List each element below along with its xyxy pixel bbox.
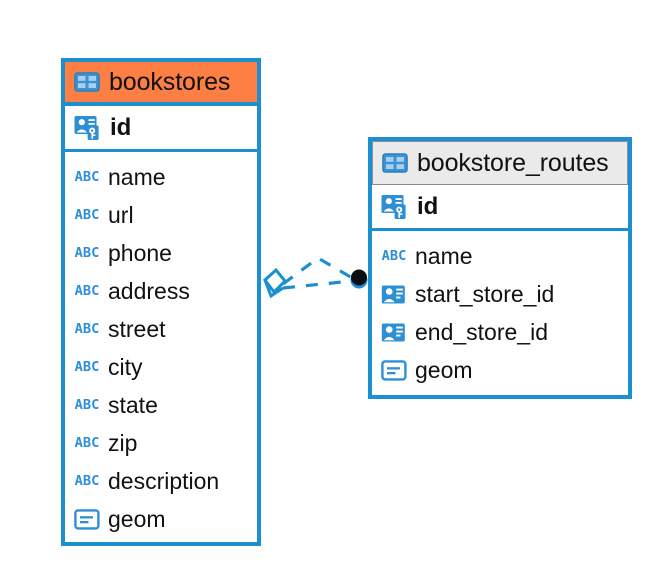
field-row[interactable]: ABC street	[65, 310, 257, 348]
field-label: geom	[415, 356, 473, 383]
field-label: name	[415, 242, 473, 269]
field-label: geom	[108, 505, 166, 532]
entity-bookstores[interactable]: bookstores id	[61, 58, 261, 546]
geometry-icon	[381, 359, 407, 381]
abc-text-icon: ABC	[381, 248, 407, 264]
entity-name-label: bookstore_routes	[417, 148, 609, 177]
filled-circle-marker	[350, 269, 368, 289]
field-label: start_store_id	[415, 280, 555, 307]
diamond-marker	[262, 267, 288, 299]
field-row[interactable]: ABC name	[65, 158, 257, 196]
field-label: description	[108, 467, 220, 494]
field-row[interactable]: ABC city	[65, 348, 257, 386]
field-row[interactable]: ABC description	[65, 462, 257, 500]
geometry-icon	[74, 508, 100, 530]
entity-field-list: ABC name ABC url ABC phone ABC address A…	[65, 152, 257, 546]
entity-primary-key-row[interactable]: id	[372, 185, 628, 231]
field-label: name	[108, 163, 166, 190]
field-row[interactable]: ABC zip	[65, 424, 257, 462]
abc-text-icon: ABC	[74, 321, 100, 337]
field-row[interactable]: start_store_id	[372, 275, 628, 313]
field-row[interactable]: ABC state	[65, 386, 257, 424]
field-row[interactable]: ABC name	[372, 237, 628, 275]
table-icon	[74, 72, 100, 92]
foreign-key-icon	[381, 322, 407, 343]
relationship-line-lower	[282, 279, 353, 290]
field-row[interactable]: geom	[65, 500, 257, 538]
primary-key-label: id	[110, 113, 132, 141]
abc-text-icon: ABC	[74, 359, 100, 375]
field-row[interactable]: end_store_id	[372, 313, 628, 351]
abc-text-icon: ABC	[74, 397, 100, 413]
field-label: end_store_id	[415, 318, 548, 345]
entity-header-bookstores[interactable]: bookstores	[65, 62, 257, 106]
entity-header-bookstore-routes[interactable]: bookstore_routes	[372, 141, 628, 185]
field-label: zip	[108, 429, 138, 456]
field-row[interactable]: ABC address	[65, 272, 257, 310]
abc-text-icon: ABC	[74, 245, 100, 261]
field-label: state	[108, 391, 158, 418]
table-icon	[382, 153, 408, 173]
field-label: street	[108, 315, 166, 342]
primary-key-label: id	[417, 192, 439, 220]
field-row[interactable]: geom	[372, 351, 628, 389]
field-row[interactable]: ABC phone	[65, 234, 257, 272]
abc-text-icon: ABC	[74, 473, 100, 489]
foreign-key-icon	[381, 284, 407, 305]
field-label: phone	[108, 239, 172, 266]
field-label: city	[108, 353, 143, 380]
abc-text-icon: ABC	[74, 283, 100, 299]
primary-key-icon	[381, 194, 409, 220]
entity-bookstore-routes[interactable]: bookstore_routes id	[368, 137, 632, 399]
field-row[interactable]: ABC url	[65, 196, 257, 234]
field-label: address	[108, 277, 190, 304]
abc-text-icon: ABC	[74, 207, 100, 223]
entity-name-label: bookstores	[109, 67, 231, 96]
relationship-line-upper	[282, 256, 355, 286]
field-label: url	[108, 201, 134, 228]
abc-text-icon: ABC	[74, 435, 100, 451]
primary-key-icon	[74, 115, 102, 141]
entity-primary-key-row[interactable]: id	[65, 106, 257, 152]
abc-text-icon: ABC	[74, 169, 100, 185]
entity-field-list: ABC name start_store_id	[372, 231, 628, 397]
